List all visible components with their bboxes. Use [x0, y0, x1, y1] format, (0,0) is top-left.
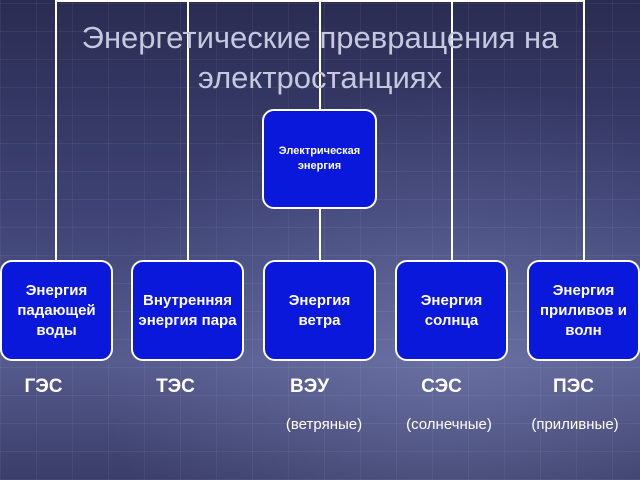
- solar-energy-label: Энергия солнца: [420, 291, 483, 329]
- water-energy-box: Энергия падающей воды: [0, 260, 113, 361]
- electric-energy-box: Электрическая энергия: [262, 109, 377, 209]
- wind-energy-label: Энергия ветра: [288, 291, 351, 329]
- abbr-pes: ПЭС: [553, 376, 594, 397]
- title-line-2: электростанциях: [197, 60, 443, 95]
- electric-energy-label: Электрическая энергия: [278, 145, 361, 172]
- title-line-1: Энергетические превращения на: [81, 20, 559, 55]
- type-solar: (солнечные): [406, 416, 492, 433]
- abbr-tes: ТЭС: [156, 376, 195, 397]
- steam-energy-label: Внутренняя энергия пара: [138, 291, 237, 329]
- type-tidal: (приливные): [531, 416, 619, 433]
- wind-energy-box: Энергия ветра: [263, 260, 376, 361]
- slide-title: Энергетические превращения на электроста…: [0, 18, 640, 98]
- abbr-veu: ВЭУ: [289, 376, 330, 397]
- tidal-energy-label: Энергия приливов и волн: [540, 281, 627, 339]
- tidal-energy-box: Энергия приливов и волн: [527, 260, 640, 361]
- type-wind: (ветряные): [285, 416, 363, 433]
- steam-energy-box: Внутренняя энергия пара: [131, 260, 244, 361]
- solar-energy-box: Энергия солнца: [395, 260, 508, 361]
- abbr-ges: ГЭС: [24, 376, 63, 397]
- abbr-ses: СЭС: [421, 376, 462, 397]
- water-energy-label: Энергия падающей воды: [17, 281, 96, 339]
